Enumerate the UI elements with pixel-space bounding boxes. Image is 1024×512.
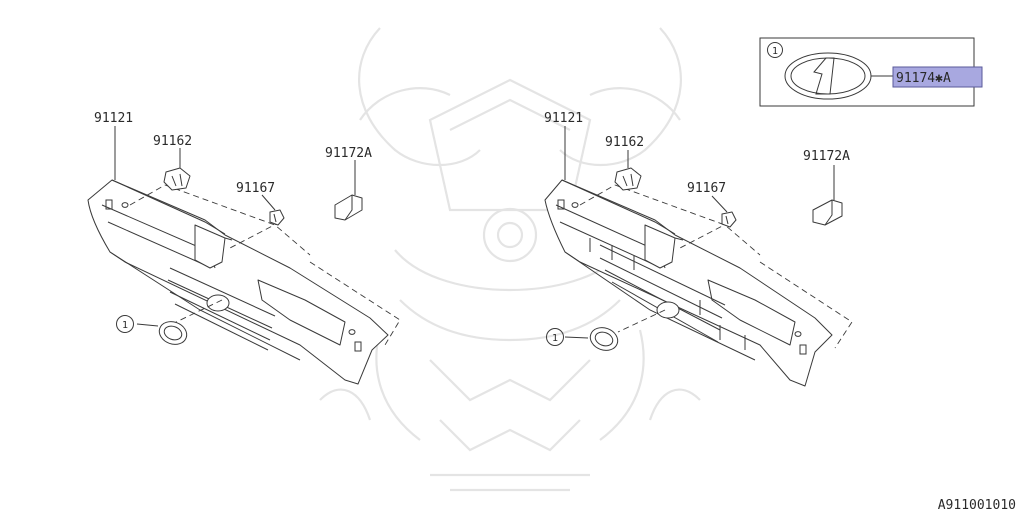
svg-text:91162: 91162 [605, 135, 644, 150]
right-nut-label[interactable]: 91167 [687, 181, 726, 196]
svg-text:91172A: 91172A [325, 146, 372, 161]
right-grille-view: 91121 91162 91167 91172A 1 [544, 111, 853, 387]
left-emblem-ref-callout[interactable]: 1 [116, 315, 134, 333]
svg-text:1: 1 [552, 333, 558, 344]
left-nut-part[interactable] [269, 209, 285, 226]
left-clip-label[interactable]: 91162 [153, 134, 192, 149]
svg-text:91121: 91121 [544, 111, 583, 126]
svg-text:91167: 91167 [687, 181, 726, 196]
right-emblem-ring[interactable] [587, 324, 621, 354]
left-bracket-label[interactable]: 91172A [325, 146, 372, 161]
svg-text:1: 1 [772, 46, 778, 57]
right-emblem-ref-callout[interactable]: 1 [546, 328, 564, 346]
left-bracket-part[interactable] [334, 194, 363, 221]
emblem-part-number-link[interactable]: 91174✱A [892, 66, 983, 88]
svg-text:91172A: 91172A [803, 149, 850, 164]
left-clip-part[interactable] [163, 167, 191, 191]
right-nut-part[interactable] [721, 211, 737, 228]
emblem-inset-box: 1 91174✱A [759, 37, 983, 107]
left-nut-label[interactable]: 91167 [236, 181, 275, 196]
svg-text:1: 1 [122, 320, 128, 331]
right-grille-body[interactable] [544, 179, 833, 387]
svg-text:91174✱A: 91174✱A [896, 71, 951, 86]
right-bracket-part[interactable] [812, 199, 843, 226]
left-emblem-ring[interactable] [156, 318, 190, 348]
emblem-badge-icon [784, 52, 872, 100]
right-grille-label[interactable]: 91121 [544, 111, 583, 126]
right-clip-part[interactable] [614, 167, 642, 191]
watermark-logo [319, 27, 701, 492]
left-grille-label[interactable]: 91121 [94, 111, 133, 126]
svg-text:91162: 91162 [153, 134, 192, 149]
right-clip-label[interactable]: 91162 [605, 135, 644, 150]
diagram-reference-code: A911001010 [938, 498, 1016, 512]
svg-text:91167: 91167 [236, 181, 275, 196]
left-grille-view: 91121 91162 91167 91172A 1 [87, 111, 401, 385]
right-bracket-label[interactable]: 91172A [803, 149, 850, 164]
svg-text:91121: 91121 [94, 111, 133, 126]
